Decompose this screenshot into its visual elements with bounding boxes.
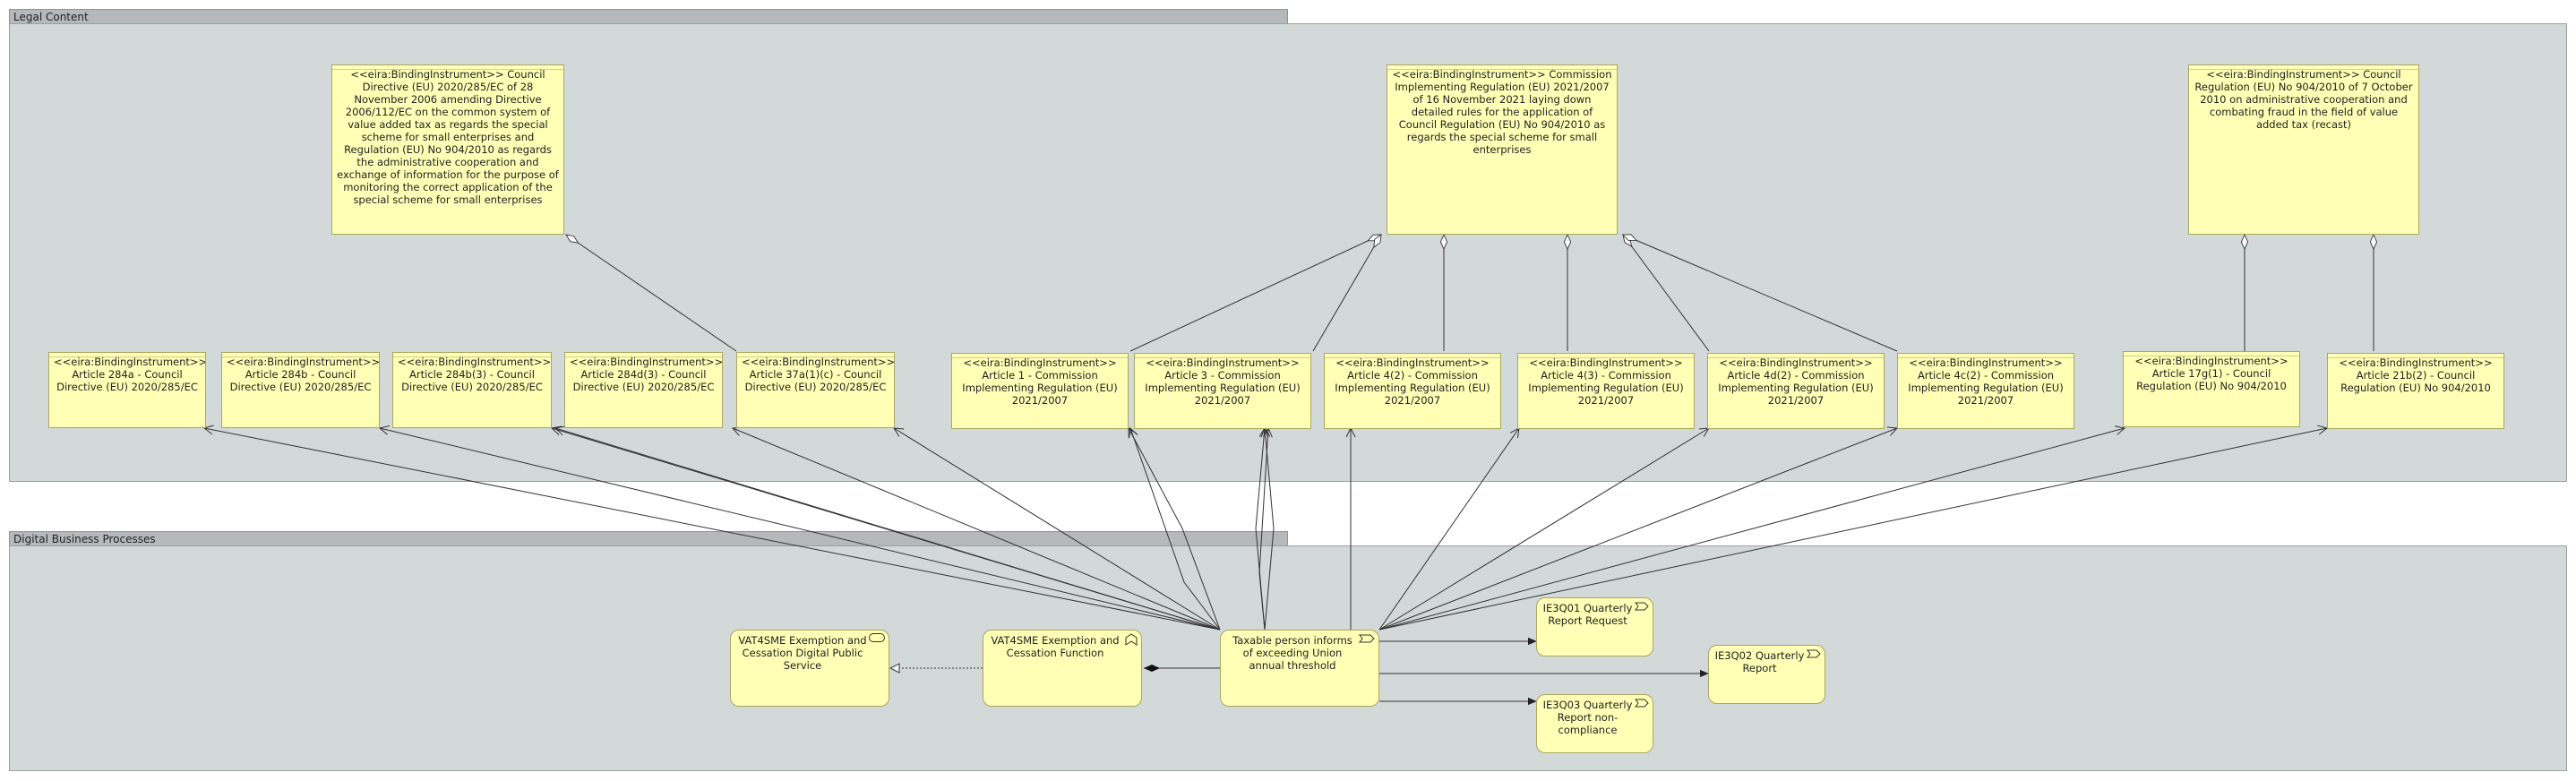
business-event-node[interactable]: Taxable person informs of exceeding Unio… [1220, 630, 1379, 707]
node-label: <<eira:BindingInstrument>> Council Regul… [2194, 68, 2413, 131]
article-284a-node[interactable]: <<eira:BindingInstrument>> Article 284a … [48, 352, 206, 428]
node-label: <<eira:BindingInstrument>> Article 284a … [54, 356, 206, 393]
binding-instrument-directive-2020-285[interactable]: <<eira:BindingInstrument>> Council Direc… [331, 64, 564, 235]
node-label: <<eira:BindingInstrument>> Article 4(3) … [1528, 356, 1684, 407]
node-label: VAT4SME Exemption and Cessation Digital … [738, 634, 867, 672]
node-label: <<eira:BindingInstrument>> Article 37a(1… [742, 356, 895, 393]
digital-public-service-node[interactable]: VAT4SME Exemption and Cessation Digital … [730, 630, 889, 707]
digital-business-processes-group-title: Digital Business Processes [13, 533, 156, 545]
node-label: <<eira:BindingInstrument>> Article 284b(… [398, 356, 552, 393]
article-3-node[interactable]: <<eira:BindingInstrument>> Article 3 - C… [1134, 353, 1311, 429]
article-4-3-node[interactable]: <<eira:BindingInstrument>> Article 4(3) … [1517, 353, 1695, 429]
node-label: VAT4SME Exemption and Cessation Function [991, 634, 1120, 659]
node-label: <<eira:BindingInstrument>> Article 4(2) … [1335, 356, 1490, 407]
event-icon [1359, 634, 1375, 646]
node-label: IE3Q02 Quarterly Report [1714, 649, 1805, 674]
node-label: <<eira:BindingInstrument>> Article 4d(2)… [1718, 356, 1874, 407]
node-label: IE3Q03 Quarterly Report non-compliance [1542, 699, 1633, 736]
interface-icon [1635, 699, 1649, 710]
interface-ie3q02-node[interactable]: IE3Q02 Quarterly Report [1708, 645, 1825, 704]
business-function-node[interactable]: VAT4SME Exemption and Cessation Function [983, 630, 1142, 707]
digital-business-processes-group-tab: Digital Business Processes [9, 531, 1288, 546]
interface-ie3q03-node[interactable]: IE3Q03 Quarterly Report non-compliance [1536, 694, 1653, 753]
article-284d3-node[interactable]: <<eira:BindingInstrument>> Article 284d(… [564, 352, 723, 428]
node-label: <<eira:BindingInstrument>> Article 3 - C… [1145, 356, 1301, 407]
legal-content-group-tab: Legal Content [9, 9, 1288, 24]
interface-ie3q01-node[interactable]: IE3Q01 Quarterly Report Request [1536, 597, 1653, 657]
article-37a1c-node[interactable]: <<eira:BindingInstrument>> Article 37a(1… [736, 352, 895, 428]
node-label: <<eira:BindingInstrument>> Council Direc… [337, 68, 559, 206]
article-284b-node[interactable]: <<eira:BindingInstrument>> Article 284b … [221, 352, 380, 428]
node-label: <<eira:BindingInstrument>> Article 284b … [227, 356, 380, 393]
node-label: <<eira:BindingInstrument>> Article 21b(2… [2339, 356, 2493, 394]
article-17g1-node[interactable]: <<eira:BindingInstrument>> Article 17g(1… [2123, 351, 2300, 427]
node-label: <<eira:BindingInstrument>> Commission Im… [1392, 68, 1612, 156]
article-1-node[interactable]: <<eira:BindingInstrument>> Article 1 - C… [951, 353, 1129, 429]
article-4d2-node[interactable]: <<eira:BindingInstrument>> Article 4d(2)… [1707, 353, 1885, 429]
node-label: <<eira:BindingInstrument>> Article 1 - C… [962, 356, 1118, 407]
article-4c2-node[interactable]: <<eira:BindingInstrument>> Article 4c(2)… [1897, 353, 2074, 429]
legal-content-group-title: Legal Content [13, 11, 89, 23]
interface-icon [1807, 649, 1821, 661]
article-21b2-node[interactable]: <<eira:BindingInstrument>> Article 21b(2… [2327, 353, 2504, 429]
binding-instrument-regulation-904-2010[interactable]: <<eira:BindingInstrument>> Council Regul… [2188, 64, 2419, 235]
binding-instrument-regulation-2021-2007[interactable]: <<eira:BindingInstrument>> Commission Im… [1387, 64, 1618, 235]
article-4-2-node[interactable]: <<eira:BindingInstrument>> Article 4(2) … [1324, 353, 1501, 429]
node-label: Taxable person informs of exceeding Unio… [1232, 634, 1352, 672]
node-label: IE3Q01 Quarterly Report Request [1542, 602, 1633, 627]
node-label: <<eira:BindingInstrument>> Article 284d(… [570, 356, 723, 393]
function-icon [1125, 633, 1138, 648]
article-284b3-node[interactable]: <<eira:BindingInstrument>> Article 284b(… [392, 352, 552, 428]
interface-icon [1635, 602, 1649, 614]
node-label: <<eira:BindingInstrument>> Article 4c(2)… [1908, 356, 2064, 407]
service-icon [869, 633, 885, 645]
node-label: <<eira:BindingInstrument>> Article 17g(1… [2134, 355, 2288, 392]
